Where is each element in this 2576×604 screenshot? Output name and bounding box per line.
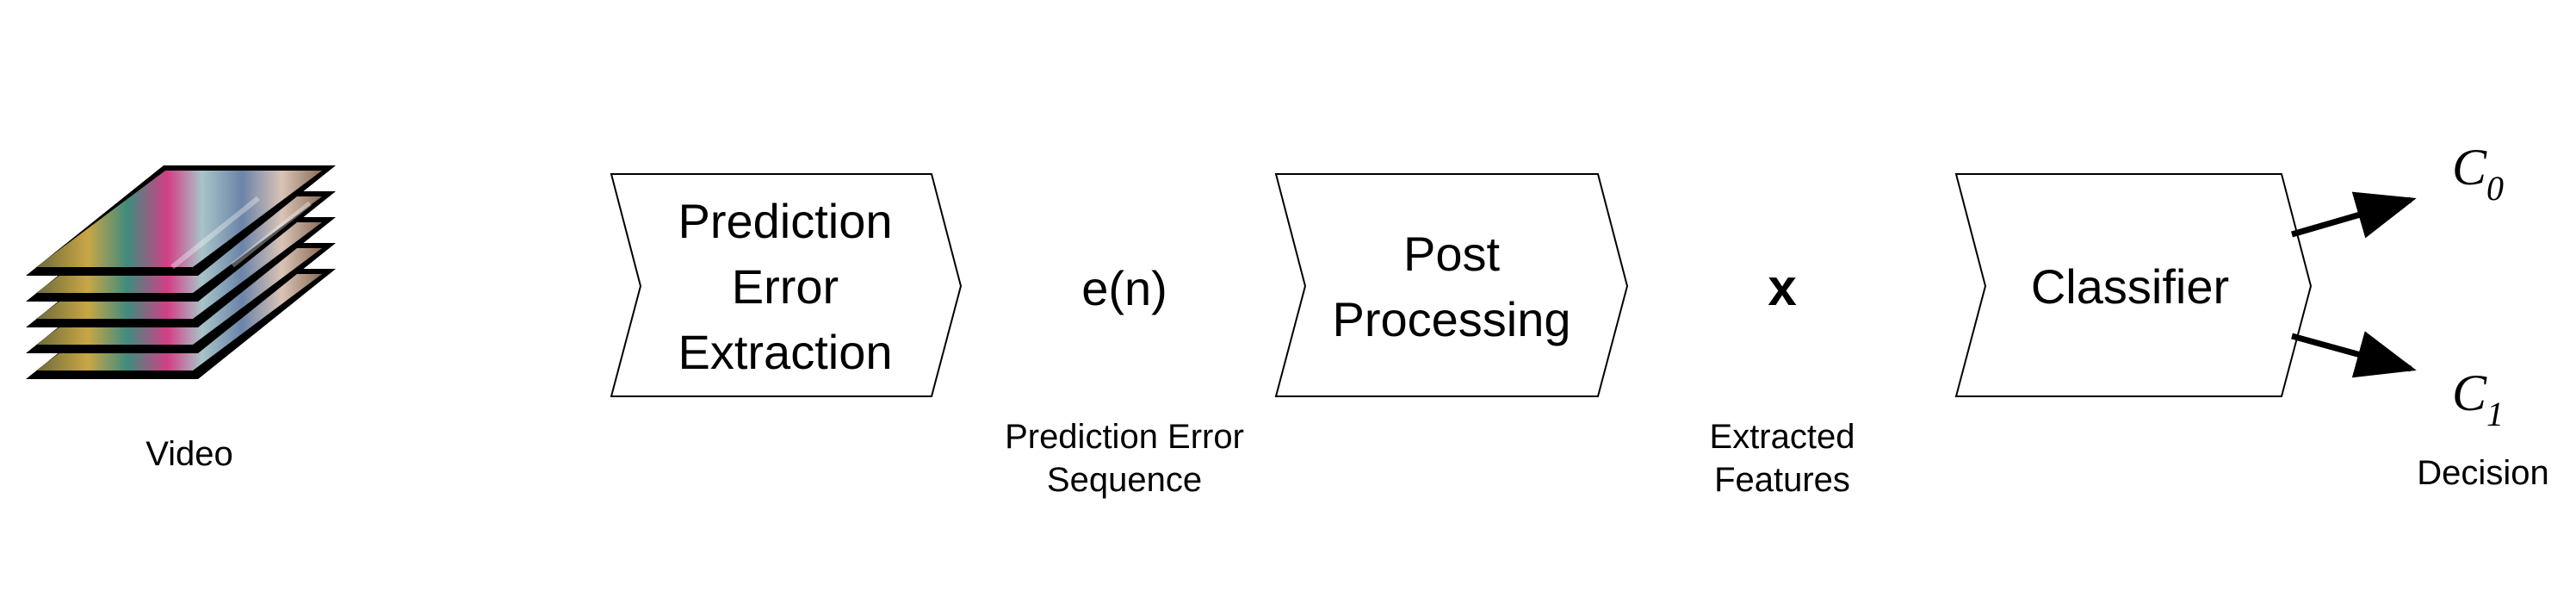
class-symbol: C xyxy=(2452,139,2487,196)
block-label-line: Extraction xyxy=(678,325,893,379)
classifier-block: Classifier xyxy=(1954,173,2313,397)
signal-caption-line: Extracted xyxy=(1710,418,1855,456)
prediction-error-extraction-block: Prediction Error Extraction xyxy=(610,173,963,397)
class-c1-label: C1 xyxy=(2452,364,2504,433)
decision-caption: Decision xyxy=(2417,454,2548,492)
prediction-error-symbol: e(n) xyxy=(1081,261,1167,315)
block-label-line: Prediction xyxy=(678,194,892,248)
class-symbol: C xyxy=(2452,364,2487,421)
block-label-line: Classifier xyxy=(2031,259,2229,314)
signal-caption-line: Sequence xyxy=(1047,461,1202,499)
signal-caption-line: Features xyxy=(1714,461,1850,499)
class-subscript: 0 xyxy=(2486,169,2504,208)
features-symbol: x xyxy=(1768,258,1796,316)
block-label-line: Post xyxy=(1403,227,1500,281)
video-frames-icon xyxy=(26,165,336,379)
arrow-to-c1 xyxy=(2291,331,2417,378)
arrow-to-c0 xyxy=(2291,191,2417,239)
class-c0-label: C0 xyxy=(2452,139,2504,208)
signal-caption-line: Prediction Error xyxy=(1005,418,1244,456)
video-label: Video xyxy=(146,435,233,473)
class-subscript: 1 xyxy=(2486,395,2504,433)
post-processing-block: Post Processing xyxy=(1274,173,1629,397)
block-label-line: Processing xyxy=(1332,292,1570,346)
block-label-line: Error xyxy=(732,259,839,314)
